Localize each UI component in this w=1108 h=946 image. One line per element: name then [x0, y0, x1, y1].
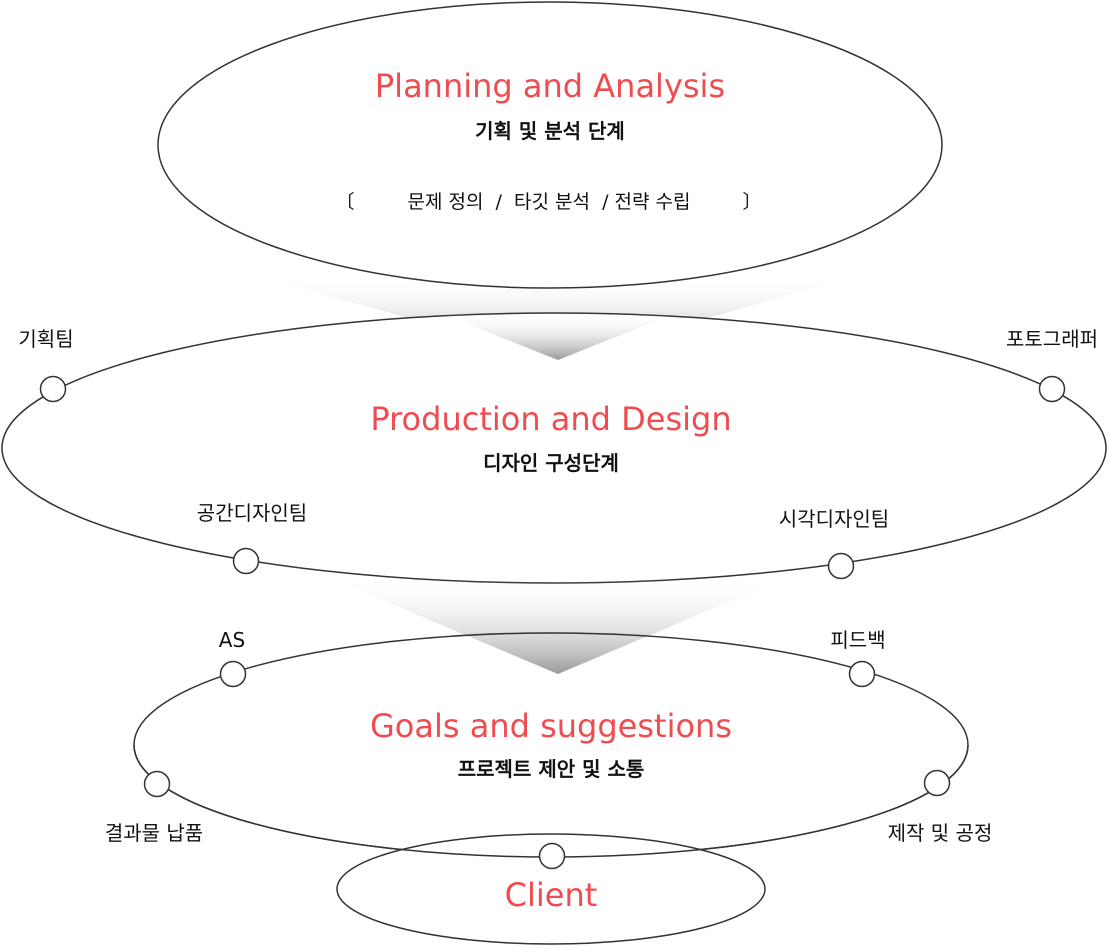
label-planning-team: 기획팀 [18, 327, 73, 351]
production-title: Production and Design [370, 400, 731, 438]
planning-bracket-right: 〕 [742, 191, 761, 213]
label-delivery: 결과물 납품 [105, 821, 203, 845]
node-client-junction [538, 842, 566, 870]
client-ellipse [336, 833, 766, 945]
node-feedback [848, 660, 876, 688]
planning-tasks: 문제 정의 / 타깃 분석 / 전략 수립 [408, 191, 691, 213]
label-space-design-team: 공간디자인팀 [197, 501, 307, 525]
node-as [219, 660, 247, 688]
goals-title: Goals and suggestions [370, 707, 732, 745]
node-delivery [143, 770, 171, 798]
node-planning-team [39, 375, 67, 403]
node-production-process [923, 769, 951, 797]
node-visual-design-team [827, 552, 855, 580]
label-production-process: 제작 및 공정 [888, 821, 993, 845]
planning-bracket-left: 〔 [335, 191, 354, 213]
label-visual-design-team: 시각디자인팀 [779, 507, 889, 531]
label-photographer: 포토그래퍼 [1006, 327, 1098, 351]
planning-subtitle: 기획 및 분석 단계 [475, 119, 625, 143]
client-title: Client [505, 876, 598, 914]
funnel-planning-to-production-tip [440, 313, 676, 360]
planning-ellipse [157, 1, 943, 289]
label-as: AS [219, 628, 245, 652]
production-subtitle: 디자인 구성단계 [483, 451, 619, 475]
node-photographer [1038, 375, 1066, 403]
label-feedback: 피드백 [830, 628, 885, 652]
node-space-design-team [232, 547, 260, 575]
funnel-production-to-goals [330, 578, 785, 674]
goals-subtitle: 프로젝트 제안 및 소통 [458, 757, 645, 781]
planning-title: Planning and Analysis [375, 67, 725, 105]
